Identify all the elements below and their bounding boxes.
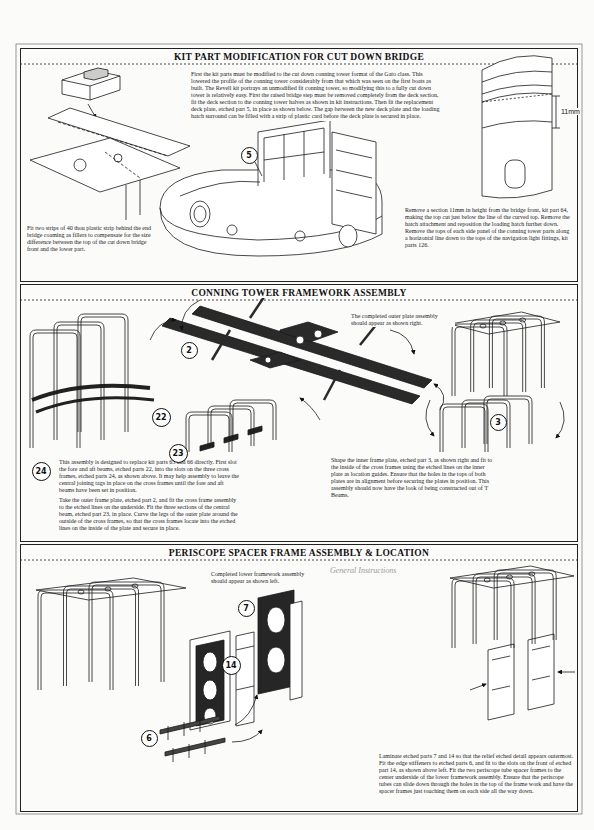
- frame-stroke: [489, 316, 544, 388]
- callout-text: 2: [186, 346, 192, 355]
- panel-title-text: KIT PART MODIFICATION FOR CUT DOWN BRIDG…: [170, 52, 428, 62]
- watermark-text: General Instructions: [330, 566, 396, 575]
- instruction-text: Remove a section 11mm in height from the…: [405, 207, 573, 249]
- frame-stroke: [455, 327, 504, 396]
- panel-title-text: CONNING TOWER FRAMEWORK ASSEMBLY: [187, 288, 411, 298]
- callout-text: 24: [35, 467, 46, 476]
- callout-text: 7: [243, 604, 249, 613]
- frame-stroke: [494, 570, 556, 640]
- callout-number: 22: [152, 408, 171, 427]
- frame-stroke: [33, 333, 77, 448]
- frame-stroke: [211, 409, 251, 446]
- instruction-panel: KIT PART MODIFICATION FOR CUT DOWN BRIDG…: [20, 48, 578, 282]
- frame-stroke: [186, 412, 232, 452]
- frame-stroke: [64, 586, 139, 686]
- callout-number: 6: [141, 730, 158, 747]
- frame-stroke: [462, 400, 510, 448]
- frame-legs: [30, 312, 574, 690]
- callout-number: 2: [181, 342, 198, 359]
- frame-stroke: [30, 330, 80, 448]
- callout-number: 3: [490, 414, 507, 431]
- callout-text: 3: [495, 418, 501, 427]
- frame-stroke: [54, 322, 104, 440]
- instruction-panel: CONNING TOWER FRAMEWORK ASSEMBLY This ass…: [20, 284, 578, 542]
- instruction-text: Fit two strips of 40 thou plastic strip …: [27, 225, 151, 253]
- frame-stroke: [497, 573, 553, 640]
- frame-stroke: [473, 574, 535, 644]
- callout-number: 14: [222, 656, 241, 675]
- callout-number: 7: [238, 600, 255, 617]
- frame-stroke: [471, 320, 526, 392]
- frame-stroke: [41, 593, 110, 690]
- frame-stroke: [465, 403, 507, 448]
- frame-stroke: [189, 415, 229, 452]
- frame-stroke: [208, 406, 254, 446]
- frame-stroke: [440, 404, 488, 452]
- instruction-text: The completed outer plate assembly shoul…: [351, 313, 455, 327]
- callout-text: 14: [225, 661, 236, 670]
- instruction-panel: PERISCOPE SPACER FRAME ASSEMBLY & LOCATI…: [20, 544, 578, 812]
- frame-stroke: [230, 400, 276, 440]
- frame-stroke: [92, 585, 161, 682]
- frame-stroke: [38, 590, 113, 690]
- instruction-text: This assembly is designed to replace kit…: [59, 459, 239, 494]
- frame-stroke: [67, 589, 136, 686]
- callout-number: 5: [241, 147, 258, 164]
- frame-stroke: [487, 399, 529, 444]
- callout-text: 23: [172, 449, 183, 458]
- panel-title: PERISCOPE SPACER FRAME ASSEMBLY & LOCATI…: [21, 548, 577, 558]
- frame-stroke: [474, 323, 523, 392]
- frame-stroke: [89, 582, 164, 682]
- frame-stroke: [452, 324, 507, 396]
- instruction-text: Take the outer frame plate, etched part …: [59, 497, 239, 532]
- instruction-text: First the kit parts must be modified to …: [191, 71, 441, 121]
- frame-stroke: [455, 581, 511, 648]
- frame-stroke: [233, 403, 273, 440]
- callout-text: 5: [246, 151, 252, 160]
- instruction-text: Shape the inner frame plate, etched part…: [331, 457, 496, 499]
- dimension-label: 11mm: [561, 108, 580, 115]
- callout-text: 6: [146, 734, 152, 743]
- frame-stroke: [57, 325, 101, 440]
- frame-stroke: [484, 396, 532, 444]
- frame-stroke: [476, 577, 532, 644]
- frame-stroke: [443, 407, 485, 452]
- frame-stroke: [452, 578, 514, 648]
- panel-title-text: PERISCOPE SPACER FRAME ASSEMBLY & LOCATI…: [165, 548, 433, 558]
- instruction-text: Laminate etched parts 7 and 14 so that t…: [379, 753, 575, 795]
- frame-stroke: [492, 319, 541, 388]
- callout-number: 23: [169, 444, 188, 463]
- panel-title: KIT PART MODIFICATION FOR CUT DOWN BRIDG…: [21, 52, 577, 62]
- panel-title: CONNING TOWER FRAMEWORK ASSEMBLY: [21, 288, 577, 298]
- frame-stroke: [81, 317, 125, 432]
- callout-text: 22: [155, 413, 166, 422]
- frame-stroke: [78, 314, 128, 432]
- callout-number: 24: [32, 462, 51, 481]
- instruction-text: Completed lower framework assembly shoul…: [211, 571, 315, 585]
